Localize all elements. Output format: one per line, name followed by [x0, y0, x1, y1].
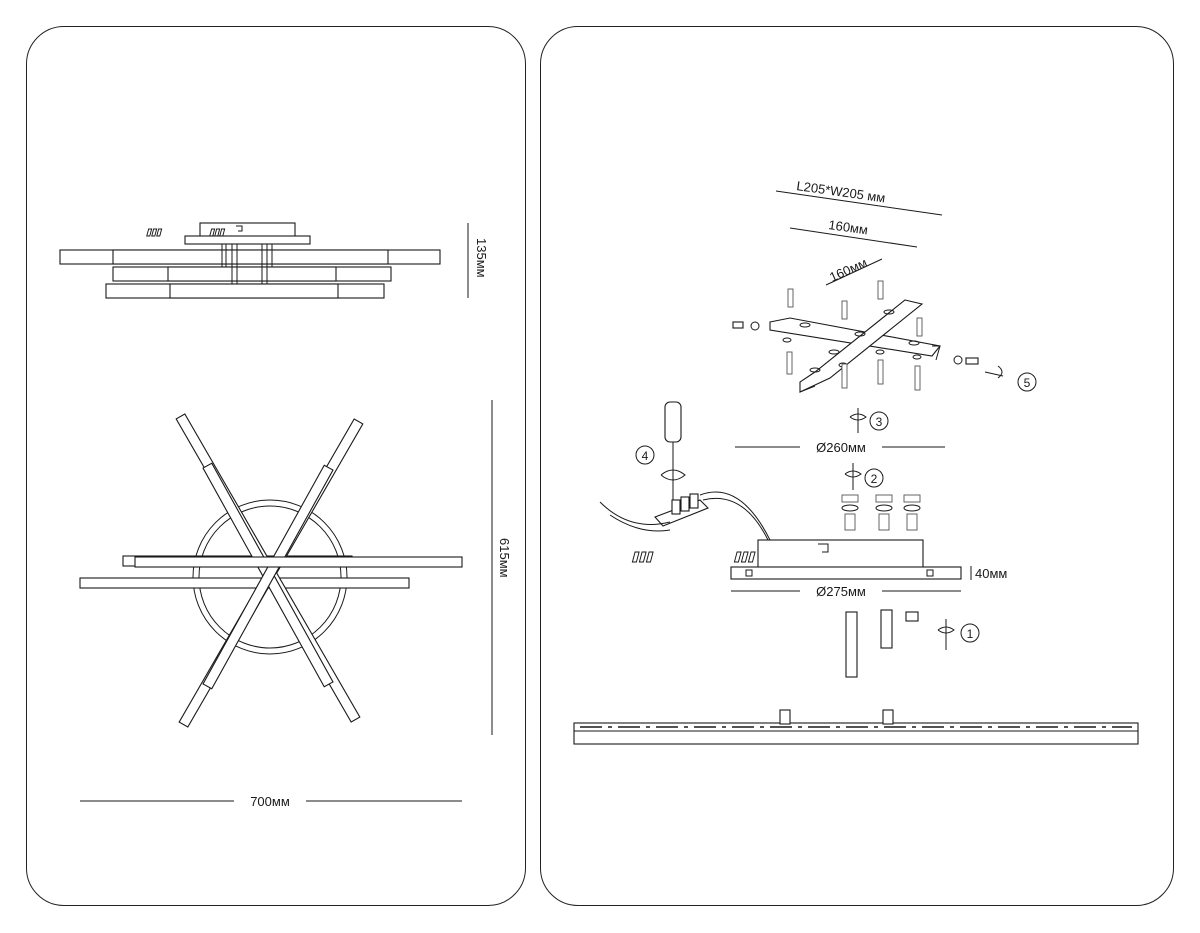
- canopy-base: [631, 539, 962, 580]
- right-panel: [540, 26, 1174, 906]
- base-diameter-label: Ø275мм: [816, 584, 866, 599]
- side-screw-left: [732, 321, 760, 331]
- rotate-arrow-icon: [849, 413, 867, 421]
- wall-anchors: [786, 280, 923, 391]
- step-4-circle: [635, 445, 655, 465]
- bracket-width-line: [825, 258, 883, 286]
- bracket-width-label: 160мм: [827, 255, 869, 285]
- bracket-length-label: 160мм: [828, 217, 869, 237]
- mounting-bracket: [769, 299, 942, 393]
- rotate-arrow-icon: [984, 365, 1004, 379]
- terminal-block: [599, 491, 771, 541]
- step-1-circle: [960, 623, 980, 643]
- bracket-length-line: [789, 227, 918, 248]
- mount-diameter-label: Ø260мм: [816, 440, 866, 455]
- mounting-nuts: [841, 494, 921, 531]
- rotate-arrow-icon: [844, 470, 862, 478]
- connector-rods: [845, 609, 919, 678]
- step-2-label: 2: [871, 472, 878, 486]
- step-5-label: 5: [1024, 376, 1031, 390]
- step-5-circle: [1017, 372, 1037, 392]
- step-2-circle: [864, 468, 884, 488]
- step-1-label: 1: [967, 627, 974, 641]
- width-label: 700мм: [250, 794, 290, 809]
- left-panel: [26, 26, 526, 906]
- screwdriver-icon: [660, 401, 686, 503]
- height-label: 135мм: [474, 238, 489, 278]
- depth-label: 615мм: [497, 538, 512, 578]
- side-view-vent-slots: [146, 228, 226, 237]
- bracket-size-line: [775, 190, 943, 216]
- rotate-arrow-icon: [937, 626, 955, 634]
- step-3-circle: [869, 411, 889, 431]
- side-screw-right: [953, 355, 979, 365]
- bracket-size-label: L205*W205 мм: [796, 178, 887, 205]
- base-height-label: 40мм: [975, 566, 1007, 581]
- side-view: [59, 222, 441, 299]
- step-3-label: 3: [876, 415, 883, 429]
- light-bar: [573, 709, 1139, 745]
- top-view: [79, 413, 463, 728]
- step-4-label: 4: [642, 449, 649, 463]
